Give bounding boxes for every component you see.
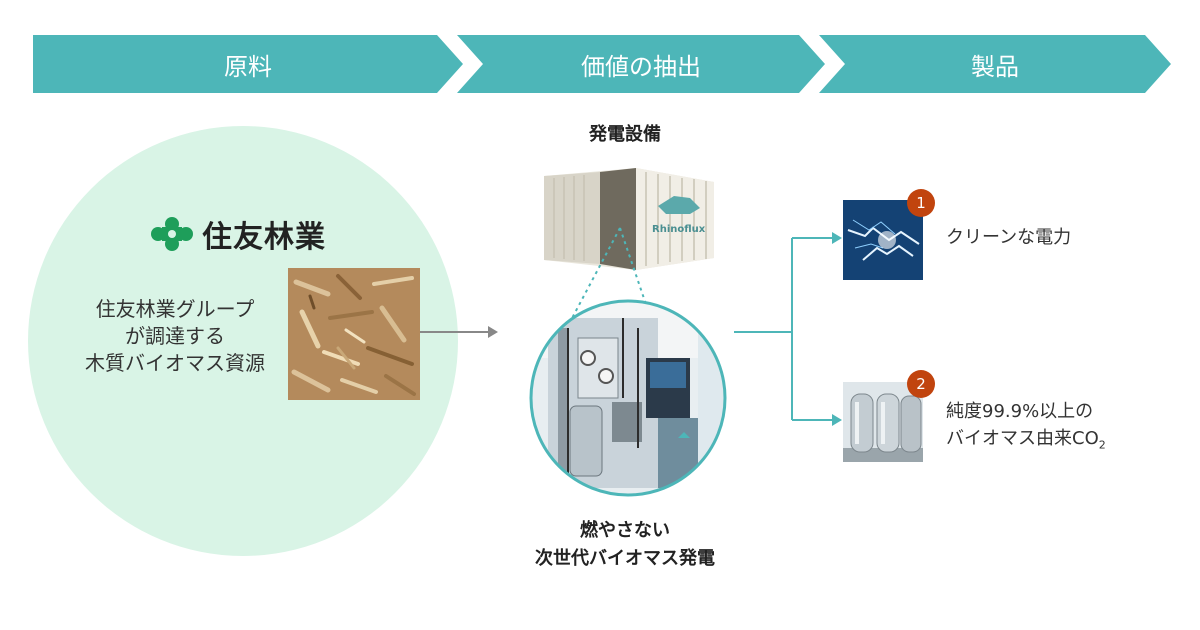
- step-label: 価値の抽出: [581, 52, 701, 81]
- branch-arrows: [734, 232, 842, 426]
- wood-chips-image: [288, 268, 420, 400]
- logo-text: 住友林業: [202, 220, 326, 255]
- source-line: 木質バイオマス資源: [85, 351, 265, 375]
- product-line: 純度99.9%以上の: [946, 401, 1094, 422]
- flow-arrow-icon: [420, 326, 498, 338]
- electricity-image: [843, 200, 923, 280]
- company-logo: 住友林業: [150, 212, 326, 256]
- product-label-co2: 純度99.9%以上の バイオマス由来CO2: [946, 398, 1106, 459]
- equipment-title: 発電設備: [589, 124, 661, 145]
- product-line: バイオマス由来CO2: [946, 425, 1106, 459]
- step-products: 製品: [819, 35, 1171, 93]
- step-label: 原料: [224, 52, 272, 81]
- source-line: が調達する: [125, 324, 225, 348]
- product-badge: 1: [907, 189, 935, 217]
- co2-tanks-image: [843, 382, 923, 462]
- container-brand: Rhinoflux: [652, 224, 706, 235]
- product-badge: 2: [907, 370, 935, 398]
- source-line: 住友林業グループ: [95, 297, 255, 321]
- product-line-main: バイオマス由来CO: [946, 428, 1099, 449]
- step-label: 製品: [971, 52, 1019, 81]
- co2-subscript: 2: [1098, 438, 1106, 452]
- shipping-container-image: Rhinoflux: [544, 168, 714, 270]
- generation-title: 燃やさない 次世代バイオマス発電: [490, 517, 760, 573]
- zoom-lines: [569, 227, 653, 323]
- generation-title-line: 燃やさない: [580, 520, 670, 541]
- power-plant-image: [529, 299, 727, 497]
- source-description: 住友林業グループ が調達する 木質バイオマス資源: [70, 296, 280, 377]
- product-label-electricity: クリーンな電力: [946, 227, 1072, 248]
- step-raw-material: 原料: [33, 35, 463, 93]
- generation-title-line: 次世代バイオマス発電: [535, 548, 715, 569]
- step-value-extraction: 価値の抽出: [457, 35, 825, 93]
- logo-mark-icon: [151, 217, 193, 251]
